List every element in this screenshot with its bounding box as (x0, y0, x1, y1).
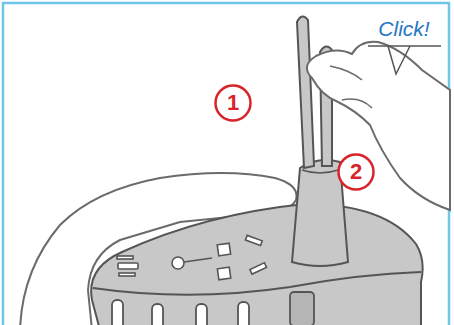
callout-number: 1 (227, 90, 239, 116)
adapter-body (91, 204, 423, 325)
click-text: Click! (378, 17, 429, 41)
right-hand (307, 42, 450, 210)
plug-pin (297, 16, 314, 168)
socket-holes (117, 235, 267, 279)
speech-bubble: Click! (364, 14, 444, 44)
frame (3, 3, 449, 325)
callout-circle: 2 (337, 153, 375, 191)
finger-lines (330, 66, 372, 108)
callout-circle: 1 (214, 84, 252, 122)
side-slots (112, 292, 314, 325)
callout-number: 2 (350, 159, 362, 185)
plug-edge (302, 170, 338, 173)
bubble-tail (368, 46, 441, 74)
body-edge (93, 272, 421, 295)
